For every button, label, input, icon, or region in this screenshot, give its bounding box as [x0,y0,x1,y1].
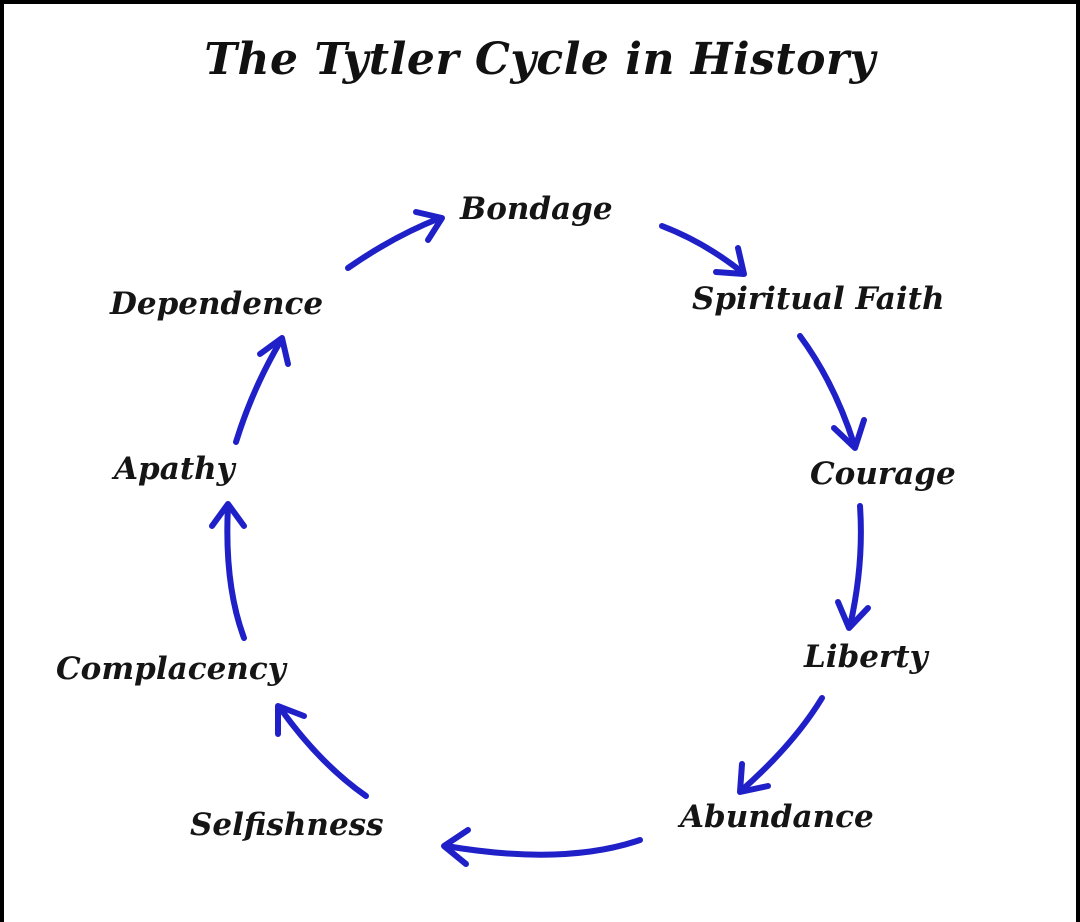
arrow-liberty-to-abundance [737,695,825,795]
arrow-dependence-to-bondage [345,209,445,271]
stage-complacency: Complacency [56,651,286,687]
cycle-arrows [209,209,871,867]
stage-courage: Courage [810,456,956,492]
arrow-selfishness-to-complacency [275,703,369,799]
arrow-spiritual-faith-to-courage [797,333,867,451]
arrow-bondage-to-spiritual-faith [659,223,747,277]
arrow-abundance-to-selfishness [441,827,643,867]
stage-liberty: Liberty [804,639,928,675]
stage-selfishness: Selfishness [190,807,384,843]
stage-bondage: Bondage [460,191,613,227]
arrow-complacency-to-apathy [209,501,247,641]
stage-dependence: Dependence [110,286,324,322]
diagram-title: The Tytler Cycle in History [204,34,876,85]
arrow-courage-to-liberty [835,503,871,631]
arrow-apathy-to-dependence [233,335,291,445]
stage-spiritual-faith: Spiritual Faith [692,281,945,317]
diagram-canvas: The Tytler Cycle in History [4,4,1076,922]
stage-apathy: Apathy [114,451,235,487]
stage-abundance: Abundance [680,799,874,835]
